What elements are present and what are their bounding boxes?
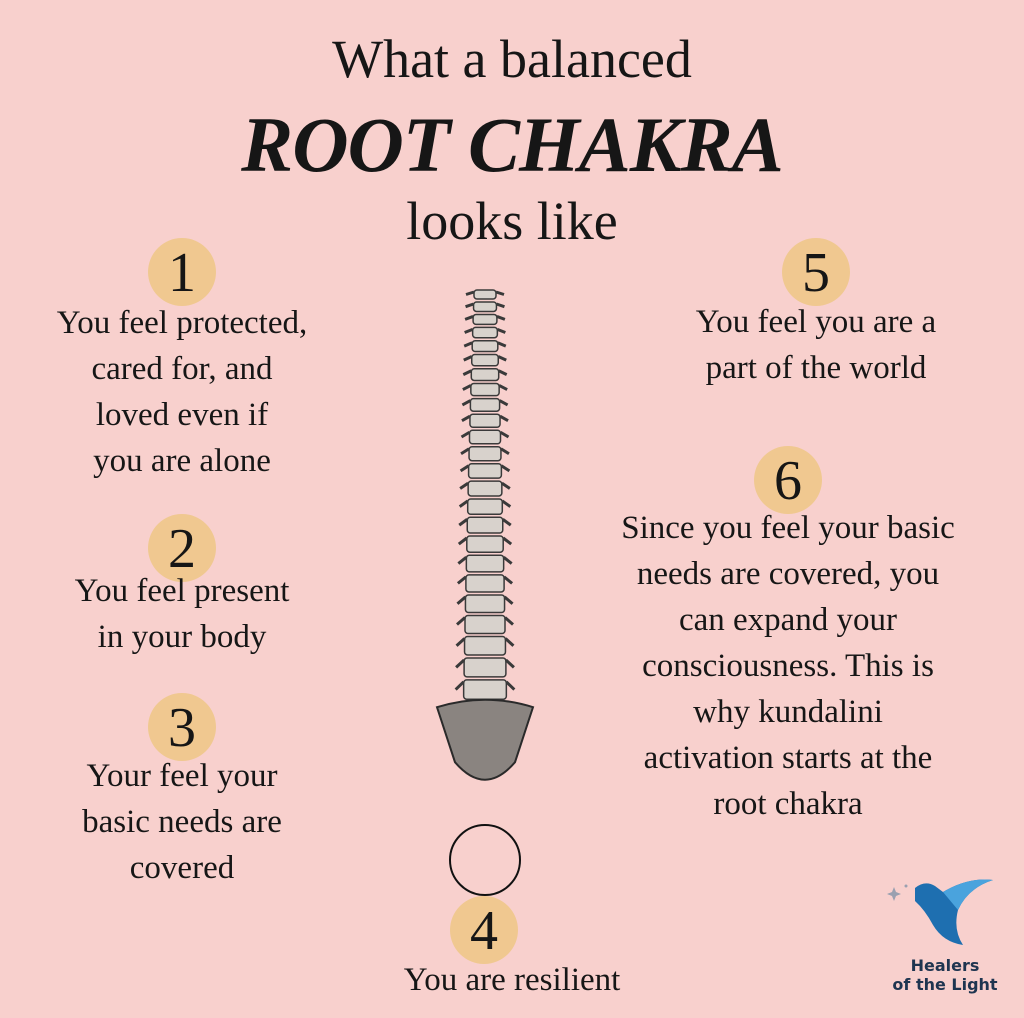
vertebra: [470, 382, 500, 397]
vertebra: [466, 535, 504, 553]
vertebra-process: [459, 481, 511, 490]
vertebra: [469, 397, 501, 412]
vertebra-process: [456, 616, 514, 626]
vertebra: [471, 339, 499, 353]
text-line: root chakra: [713, 786, 863, 822]
vertebra: [464, 594, 506, 614]
title-line-1: What a balanced: [332, 29, 692, 89]
vertebra-process: [463, 341, 507, 348]
item-4-text: You are resilient: [312, 957, 712, 1003]
vertebra: [469, 413, 501, 428]
vertebra: [467, 480, 503, 497]
text-line: basic needs are: [82, 804, 282, 840]
text-line: You feel you are a: [695, 304, 937, 340]
text-line: needs are covered, you: [636, 556, 940, 592]
text-line: covered: [129, 850, 235, 886]
text-line: loved even if: [95, 397, 269, 433]
vertebra-process: [460, 430, 510, 439]
vertebra: [465, 554, 505, 573]
vertebra: [464, 614, 506, 635]
vertebra-process: [465, 302, 505, 309]
vertebra: [471, 326, 499, 339]
vertebra-process: [455, 658, 515, 669]
vertebra-process: [458, 518, 512, 527]
text-line: you are alone: [93, 443, 271, 479]
root-chakra-circle: [449, 824, 521, 896]
title-main: ROOT CHAKRA: [241, 101, 784, 188]
spine-illustration: [435, 289, 535, 896]
number-badge-1: 1: [148, 238, 216, 306]
vertebra: [463, 657, 507, 678]
text-line: You feel present: [74, 573, 290, 609]
vertebra-process: [461, 399, 509, 407]
vertebra-process: [457, 536, 513, 546]
dove-icon: [887, 879, 993, 945]
text-line: You feel protected,: [56, 305, 308, 341]
vertebra-process: [462, 384, 508, 391]
text-line: consciousness. This is: [642, 648, 934, 684]
text-line: in your body: [97, 619, 267, 655]
vertebra-process: [463, 355, 507, 362]
vertebra-process: [458, 499, 512, 508]
item-2-text: You feel present in your body: [0, 568, 364, 660]
vertebra: [462, 679, 508, 700]
text-line: Since you feel your basic: [621, 510, 955, 546]
vertebra-process: [460, 447, 510, 455]
sacrum: [435, 698, 535, 781]
brand-logo: Healers of the Light: [880, 872, 1010, 994]
vertebra: [466, 498, 504, 515]
vertebra-process: [465, 290, 505, 296]
vertebra: [471, 353, 499, 367]
title-line-3: looks like: [406, 191, 618, 251]
vertebra: [465, 574, 505, 593]
vertebra: [467, 462, 503, 479]
text-line: why kundalini: [693, 694, 883, 730]
text-line: cared for, and: [91, 351, 273, 387]
item-5-text: You feel you are a part of the world: [616, 299, 1016, 391]
vertebra: [468, 446, 502, 462]
number-badge-5: 5: [782, 238, 850, 306]
vertebra-process: [454, 680, 516, 691]
text-line: activation starts at the: [643, 740, 933, 776]
vertebra: [468, 429, 502, 445]
logo-text-line-2: of the Light: [892, 975, 998, 994]
text-line: Your feel your: [86, 758, 278, 794]
vertebra-process: [459, 464, 511, 473]
vertebra-process: [455, 637, 515, 647]
logo-text-line-1: Healers: [910, 956, 980, 975]
number-badge-6: 6: [754, 446, 822, 514]
vertebra: [463, 635, 507, 656]
item-6-text: Since you feel your basic needs are cove…: [568, 505, 1008, 827]
number-badge-3: 3: [148, 693, 216, 761]
item-3-text: Your feel your basic needs are covered: [0, 753, 364, 891]
vertebra: [466, 516, 504, 534]
vertebra-process: [462, 369, 508, 376]
vertebra: [472, 313, 498, 326]
vertebra-process: [456, 595, 514, 605]
vertebra: [470, 368, 500, 382]
vertebra: [472, 301, 498, 313]
number-badge-4: 4: [450, 896, 518, 964]
vertebra: [473, 289, 497, 300]
vertebra-process: [464, 327, 506, 334]
item-1-text: You feel protected, cared for, and loved…: [0, 300, 364, 484]
vertebra-process: [457, 556, 513, 565]
text-line: You are resilient: [403, 962, 621, 998]
number-badge-2: 2: [148, 514, 216, 582]
vertebra-process: [461, 414, 509, 423]
vertebra-process: [456, 575, 514, 585]
vertebra-process: [464, 315, 506, 321]
text-line: can expand your: [678, 602, 898, 638]
text-line: part of the world: [705, 350, 927, 386]
